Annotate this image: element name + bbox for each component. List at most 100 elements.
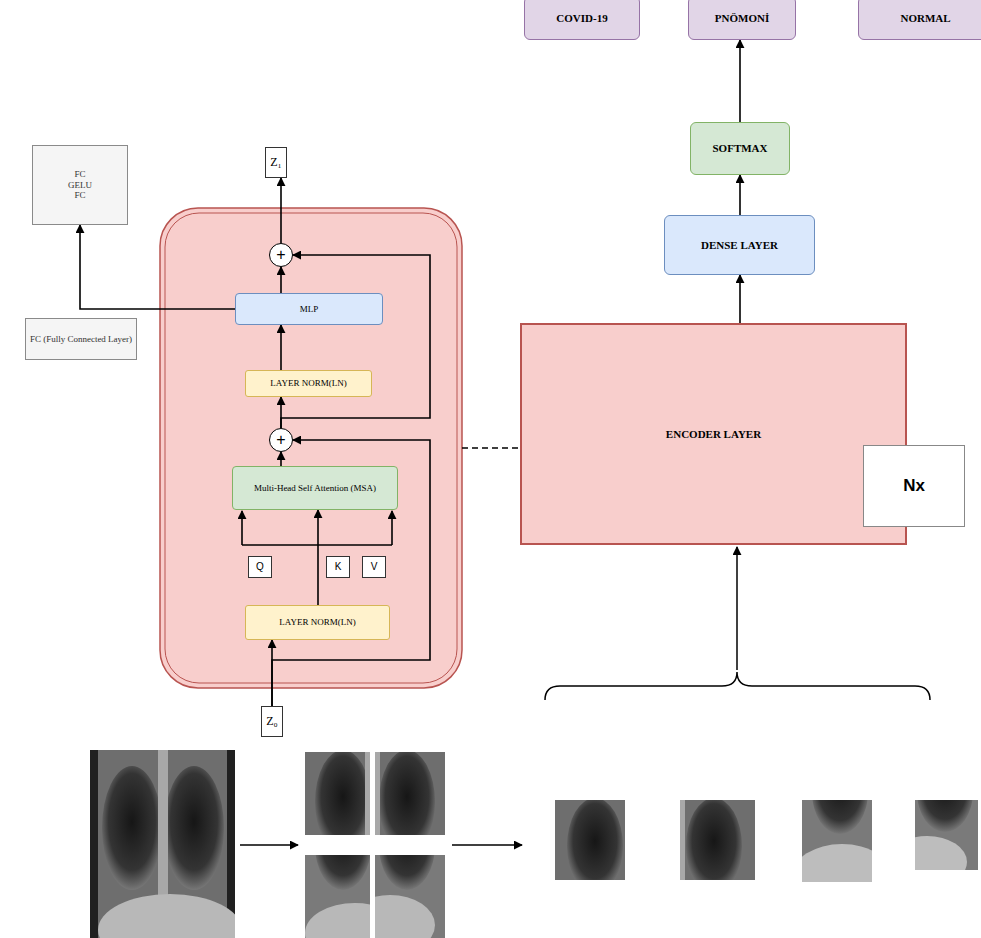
operator-symbol: + <box>276 247 285 263</box>
patch-brace <box>545 672 930 700</box>
add-circle: + <box>269 428 293 452</box>
image-patch <box>555 798 625 894</box>
add-circle: + <box>269 243 293 267</box>
qkv-arrow <box>391 511 393 545</box>
connector <box>317 510 319 605</box>
box-label: Z₀ <box>266 715 278 729</box>
patch-lung <box>379 800 435 890</box>
qkv-box: K <box>326 556 350 578</box>
encoder-detail-panel <box>160 208 462 688</box>
softmax-box: SOFTMAX <box>690 122 790 175</box>
patch-ground <box>305 855 370 938</box>
patch-ground <box>375 752 445 835</box>
connector <box>280 267 282 293</box>
connector <box>80 225 235 309</box>
patch-ground <box>375 855 445 938</box>
process-arrow <box>452 844 522 846</box>
mlp-detail-box: FC GELU FC <box>32 145 128 225</box>
box-label: SOFTMAX <box>713 142 768 155</box>
image-patch <box>345 800 445 938</box>
image-patch <box>887 752 978 888</box>
input-arrow <box>736 547 738 670</box>
xray-background <box>90 750 235 938</box>
patch-lung <box>315 800 371 890</box>
encoder-box: ENCODER LAYER <box>520 323 907 545</box>
connector <box>280 452 282 466</box>
image-patch <box>305 800 405 938</box>
image-patch <box>680 798 755 894</box>
patch-diaphragm <box>345 895 435 938</box>
patch-lung <box>315 750 371 854</box>
operator-symbol: + <box>276 432 285 448</box>
xray-diaphragm <box>98 894 242 938</box>
box-label: Z₁ <box>270 156 282 170</box>
box-label: K <box>335 561 342 573</box>
patch-lung <box>812 750 868 834</box>
patch-spine <box>680 800 685 880</box>
image-patch <box>305 750 371 854</box>
box-label: Multi-Head Self Attention (MSA) <box>254 483 376 493</box>
patch-ground <box>680 800 755 880</box>
encoder-detail-inner-border <box>165 213 457 683</box>
box-label: PNÖMONİ <box>715 12 769 25</box>
box-label: NORMAL <box>900 12 950 25</box>
patch-ground <box>915 800 978 870</box>
qkv-arrow <box>241 511 243 545</box>
connector <box>280 325 282 370</box>
output-tensor-box: Z₁ <box>265 147 287 178</box>
mlp-box: MLP <box>235 293 383 325</box>
connector <box>281 255 430 428</box>
box-label: MLP <box>300 304 319 314</box>
connector <box>739 40 741 122</box>
class-output-box: PNÖMONİ <box>688 0 796 40</box>
patch-diaphragm <box>887 836 967 888</box>
xray-body <box>98 750 227 938</box>
box-label: COVID-19 <box>556 12 607 25</box>
connector <box>280 397 282 428</box>
dense-box: DENSE LAYER <box>664 215 815 275</box>
patch-lung <box>917 752 973 832</box>
connector <box>280 178 282 243</box>
box-label: Q <box>256 561 264 573</box>
image-patch <box>375 750 445 854</box>
patch-lung <box>686 798 742 894</box>
image-patch <box>792 750 892 908</box>
xray-spine <box>158 750 168 938</box>
connector <box>739 175 741 215</box>
patch-lung <box>379 750 435 854</box>
patch-diaphragm <box>305 903 405 938</box>
patch-ground <box>802 800 872 882</box>
box-label: FC GELU FC <box>68 169 92 200</box>
box-label: Nx <box>903 476 925 496</box>
patch-lung <box>567 798 623 894</box>
qkv-box: V <box>362 556 386 578</box>
repeat-count-box: Nx <box>863 445 965 527</box>
class-output-box: NORMAL <box>858 0 981 40</box>
patch-ground <box>555 800 625 880</box>
layer-norm-box: LAYER NORM(LN) <box>245 370 372 397</box>
process-arrow <box>240 844 298 846</box>
note-box: FC (Fully Connected Layer) <box>25 318 137 360</box>
class-output-box: COVID-19 <box>524 0 640 40</box>
box-label: ENCODER LAYER <box>666 428 761 441</box>
connector <box>739 275 741 323</box>
layer-norm-box: LAYER NORM(LN) <box>245 605 390 640</box>
attention-box: Multi-Head Self Attention (MSA) <box>232 466 398 510</box>
box-label: LAYER NORM(LN) <box>279 617 355 627</box>
xray-lung <box>164 766 224 890</box>
box-label: V <box>371 561 378 573</box>
patch-spine <box>375 752 380 835</box>
xray-lung <box>102 766 162 890</box>
connector <box>271 640 273 706</box>
box-label: FC (Fully Connected Layer) <box>30 334 132 344</box>
box-label: DENSE LAYER <box>701 239 778 252</box>
patch-diaphragm <box>792 844 892 908</box>
qkv-box: Q <box>248 556 272 578</box>
patch-spine <box>365 752 370 835</box>
qkv-split-line <box>242 544 392 546</box>
box-label: LAYER NORM(LN) <box>270 378 346 388</box>
chest-xray <box>90 750 242 938</box>
dashed-link <box>462 447 520 449</box>
patch-ground <box>305 752 370 835</box>
input-tensor-box: Z₀ <box>261 706 283 737</box>
